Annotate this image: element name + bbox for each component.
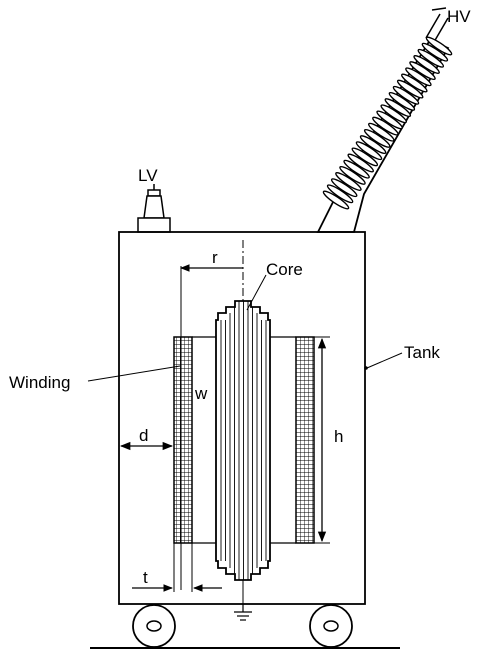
label-t: t <box>143 568 148 587</box>
winding-left <box>173 336 193 544</box>
bushing-shed <box>330 178 358 198</box>
leader-core <box>246 274 267 311</box>
hv-bushing-icon <box>316 7 453 233</box>
label-h: h <box>334 427 343 446</box>
bushing-shed <box>376 110 403 130</box>
bushing-shed <box>417 48 445 68</box>
bushing-shed <box>409 61 436 81</box>
bushing-shed <box>413 55 440 74</box>
bushing-shed <box>392 85 420 105</box>
bushing-shed <box>322 190 350 210</box>
bushing-shed <box>425 36 453 56</box>
dimension-h <box>314 336 330 544</box>
bushing-shed <box>405 67 432 87</box>
hv-bushing-sheds <box>322 36 453 210</box>
label-d: d <box>139 426 148 445</box>
bushing-shed <box>335 172 362 191</box>
transformer-core <box>215 300 271 581</box>
bushing-shed <box>326 184 354 204</box>
bushing-shed <box>401 73 428 93</box>
bushing-shed <box>359 135 387 155</box>
winding-right <box>295 336 315 544</box>
bushing-shed <box>347 153 374 173</box>
bushing-shed <box>339 165 366 185</box>
bushing-shed <box>343 159 370 179</box>
bushing-shed <box>388 91 416 111</box>
label-hv: HV <box>447 7 471 26</box>
bushing-shed <box>351 147 379 167</box>
label-r: r <box>212 248 218 267</box>
bushing-shed <box>384 98 412 118</box>
label-tank: Tank <box>404 343 440 362</box>
label-winding: Winding <box>9 373 70 392</box>
wheel-icon <box>132 604 176 648</box>
ground-symbol-icon <box>234 604 252 621</box>
leader-tank <box>366 352 403 369</box>
bushing-shed <box>368 122 395 142</box>
bushing-shed <box>421 42 449 62</box>
bushing-shed <box>372 116 399 136</box>
bushing-shed <box>396 79 424 99</box>
leader-winding <box>87 365 181 382</box>
label-lv: LV <box>138 166 158 185</box>
label-w: w <box>194 384 208 403</box>
dimension-t <box>132 543 222 592</box>
core-laminations <box>220 301 267 580</box>
bushing-shed <box>355 141 383 161</box>
tank-body <box>118 231 366 605</box>
label-core: Core <box>266 260 303 279</box>
bushing-shed <box>363 128 391 148</box>
dimension-r <box>180 264 243 345</box>
bushing-shed <box>380 104 407 124</box>
wheel-icon <box>309 604 353 648</box>
lv-bushing-icon <box>137 184 171 233</box>
